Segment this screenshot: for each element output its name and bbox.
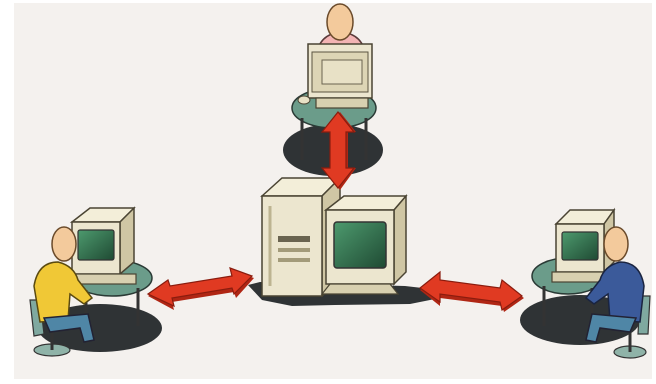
person-right-legs [585,313,638,343]
screen-left [77,229,115,261]
person-top-head [326,3,354,41]
arrow-right-server [418,270,524,312]
central-server [260,176,408,298]
server-screen [333,221,387,269]
workstation-left [29,206,153,357]
workstation-top [291,3,377,160]
person-right-body [584,261,645,323]
person-right-head [603,226,629,262]
person-left-legs [42,313,95,343]
arrow-top-server [320,111,356,190]
workstation-right [531,207,651,359]
person-left-head [51,226,77,262]
person-left-body [33,261,94,323]
arrow-left-server [146,267,254,310]
screen-right [561,231,599,261]
